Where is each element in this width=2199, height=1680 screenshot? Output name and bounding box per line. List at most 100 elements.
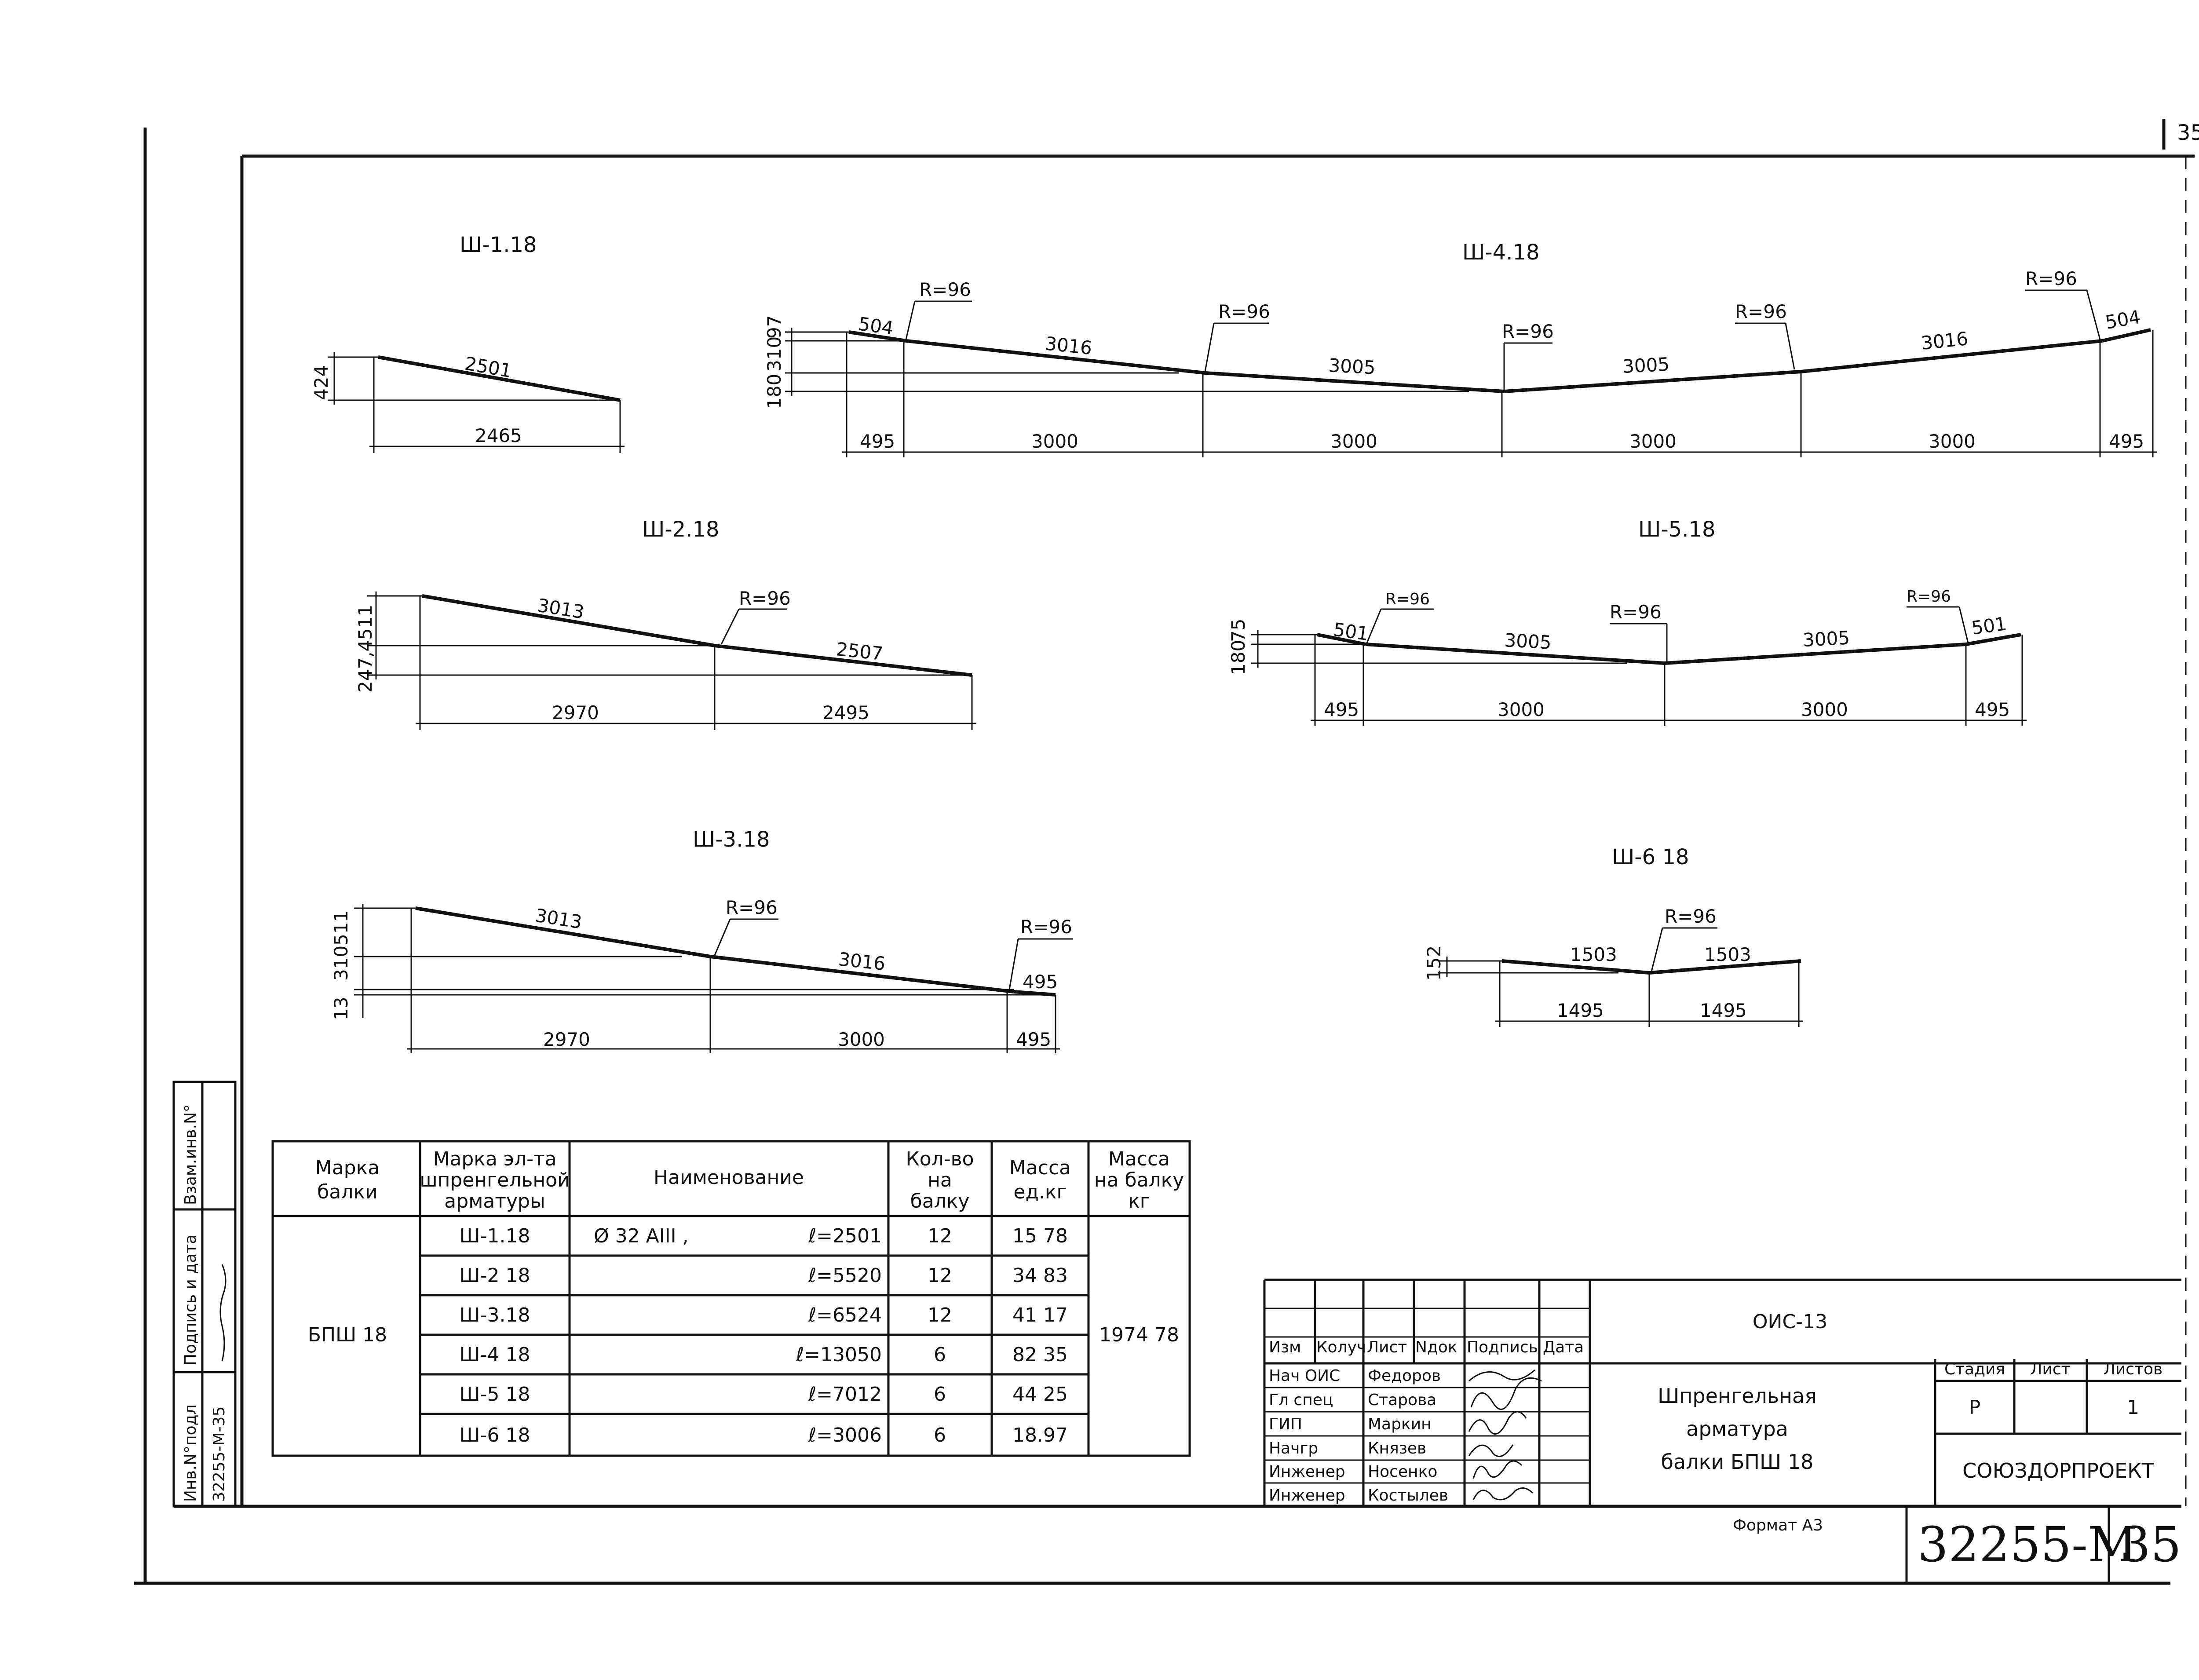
dim: 310 xyxy=(763,336,785,372)
title-block: ОИС-13 Изм Колуч Лист Nдок Подпись Дата … xyxy=(1263,1278,2181,1583)
header-qty-1: Кол-во xyxy=(906,1148,974,1170)
dim: 1503 xyxy=(1704,944,1751,965)
shape-mark: Ш-1.18 xyxy=(460,233,537,257)
header-qty-2: на xyxy=(928,1169,952,1191)
shape-mark: Ш-5.18 xyxy=(1638,517,1716,542)
row-qty: 6 xyxy=(934,1424,946,1446)
dim: 1495 xyxy=(1700,1000,1747,1021)
dim: 495 xyxy=(2109,431,2144,452)
shape-sh4: Ш-4.18 97 310 180 504 R=96 3016 R=96 300… xyxy=(763,240,2157,457)
side-label-code: 32255-М-35 xyxy=(210,1406,228,1502)
dim: 180 xyxy=(1227,640,1249,675)
dim: 3000 xyxy=(1330,431,1377,452)
tb-header: Дата xyxy=(1543,1338,1584,1356)
row-name: Ø 32 AIII , xyxy=(594,1225,689,1247)
dim: 1503 xyxy=(1570,944,1617,965)
dim: 97 xyxy=(763,315,785,339)
dim: 2501 xyxy=(463,353,513,382)
dim: 2465 xyxy=(475,425,522,446)
radius-label: R=96 xyxy=(1020,916,1072,938)
dim: 3000 xyxy=(1031,431,1078,452)
row-mark: Ш-5 18 xyxy=(460,1383,530,1406)
shape-sh3: Ш-3.18 511 310 13 3013 R=96 3016 R=96 49… xyxy=(330,827,1073,1053)
radius-label: R=96 xyxy=(1385,590,1430,608)
tb-person: Костылев xyxy=(1368,1486,1448,1505)
tb-person: Федоров xyxy=(1368,1367,1441,1385)
row-length: ℓ=7012 xyxy=(808,1383,882,1406)
row-length: ℓ=5520 xyxy=(808,1264,882,1287)
title-code: ОИС-13 xyxy=(1753,1311,1827,1333)
dim: 501 xyxy=(1970,613,2008,639)
dim: 424 xyxy=(310,365,332,400)
drawing-title-1: Шпренгельная xyxy=(1658,1384,1817,1408)
dim: 2495 xyxy=(822,702,869,723)
dim: 2970 xyxy=(552,702,599,723)
tb-person: Князев xyxy=(1368,1439,1426,1457)
dim: 152 xyxy=(1423,946,1445,981)
header-unit-mass-1: Масса xyxy=(1009,1157,1071,1179)
dim: 3013 xyxy=(536,594,585,623)
table-row: Ш-5 18 ℓ=7012 6 44 25 xyxy=(460,1383,1068,1406)
shape-mark: Ш-2.18 xyxy=(642,517,720,542)
header-beam-1: Марка xyxy=(315,1157,380,1179)
dim: 3005 xyxy=(1802,627,1850,651)
sheets-value: 1 xyxy=(2127,1396,2139,1419)
tb-person: Старова xyxy=(1368,1391,1436,1409)
dim: 3016 xyxy=(837,948,886,975)
tb-role: Инженер xyxy=(1269,1486,1345,1505)
sheet-number: 35 xyxy=(2120,1516,2181,1573)
radius-label: R=96 xyxy=(919,279,971,300)
dim: 495 xyxy=(860,431,895,452)
tb-header: Колуч xyxy=(1316,1338,1366,1356)
dim: 495 xyxy=(1016,1029,1051,1050)
header-total-mass-1: Масса xyxy=(1108,1148,1170,1170)
tb-role: Нач ОИС xyxy=(1269,1367,1340,1385)
row-mark: Ш-1.18 xyxy=(460,1225,530,1247)
row-mark: Ш-4 18 xyxy=(460,1344,530,1366)
dim: 511 xyxy=(354,605,376,640)
shape-sh2: Ш-2.18 511 247,4 3013 R=96 2507 2970 249… xyxy=(354,517,976,730)
radius-label: R=96 xyxy=(1735,301,1787,322)
dim: 501 xyxy=(1332,618,1370,645)
tb-person: Носенко xyxy=(1368,1463,1437,1481)
header-total-mass-2: на балку xyxy=(1094,1169,1184,1191)
header-unit-mass-2: ед.кг xyxy=(1013,1181,1067,1203)
drawing-title-2: арматура xyxy=(1686,1417,1788,1441)
tb-header: Лист xyxy=(1367,1338,1407,1356)
stage-value: Р xyxy=(1969,1396,1981,1419)
row-mass: 18.97 xyxy=(1012,1424,1068,1446)
table-row: Ш-3.18 ℓ=6524 12 41 17 xyxy=(460,1304,1068,1326)
side-label-replace: Взам.инв.N° xyxy=(182,1104,200,1205)
dim: 495 xyxy=(1975,699,2010,720)
dim: 13 xyxy=(330,997,352,1020)
header-name: Наименование xyxy=(654,1166,804,1189)
tb-role: Гл спец xyxy=(1269,1391,1333,1409)
row-qty: 6 xyxy=(934,1383,946,1406)
radius-label: R=96 xyxy=(739,588,791,609)
dim: 511 xyxy=(330,910,352,946)
format-note: Формат А3 xyxy=(1733,1516,1823,1534)
sheet-number-top: 35 xyxy=(2177,121,2199,145)
radius-label: R=96 xyxy=(1218,301,1270,322)
dim: 504 xyxy=(2104,306,2142,333)
organization: СОЮЗДОРПРОЕКТ xyxy=(1962,1459,2155,1483)
spec-table: Марка балки Марка эл-та шпренгельной арм… xyxy=(271,1140,1191,1457)
beam-mark: БПШ 18 xyxy=(308,1324,387,1346)
dim: 1495 xyxy=(1557,1000,1604,1021)
dim: 75 xyxy=(1227,619,1249,642)
table-row: Ш-6 18 ℓ=3006 6 18.97 xyxy=(460,1424,1068,1446)
row-mark: Ш-6 18 xyxy=(460,1424,530,1446)
tb-role: Начгр xyxy=(1269,1439,1318,1457)
row-length: ℓ=13050 xyxy=(796,1344,882,1366)
row-qty: 12 xyxy=(928,1304,952,1326)
dim: 495 xyxy=(1023,971,1058,993)
dim: 3016 xyxy=(1920,328,1969,354)
header-beam-2: балки xyxy=(317,1181,377,1203)
sheet-label: Лист xyxy=(2030,1360,2070,1378)
row-length: ℓ=2501 xyxy=(808,1225,882,1247)
doc-code: 32255-M xyxy=(1918,1516,2137,1573)
dim: 3005 xyxy=(1328,354,1376,379)
shape-mark: Ш-3.18 xyxy=(693,827,770,852)
radius-label: R=96 xyxy=(1907,588,1951,606)
